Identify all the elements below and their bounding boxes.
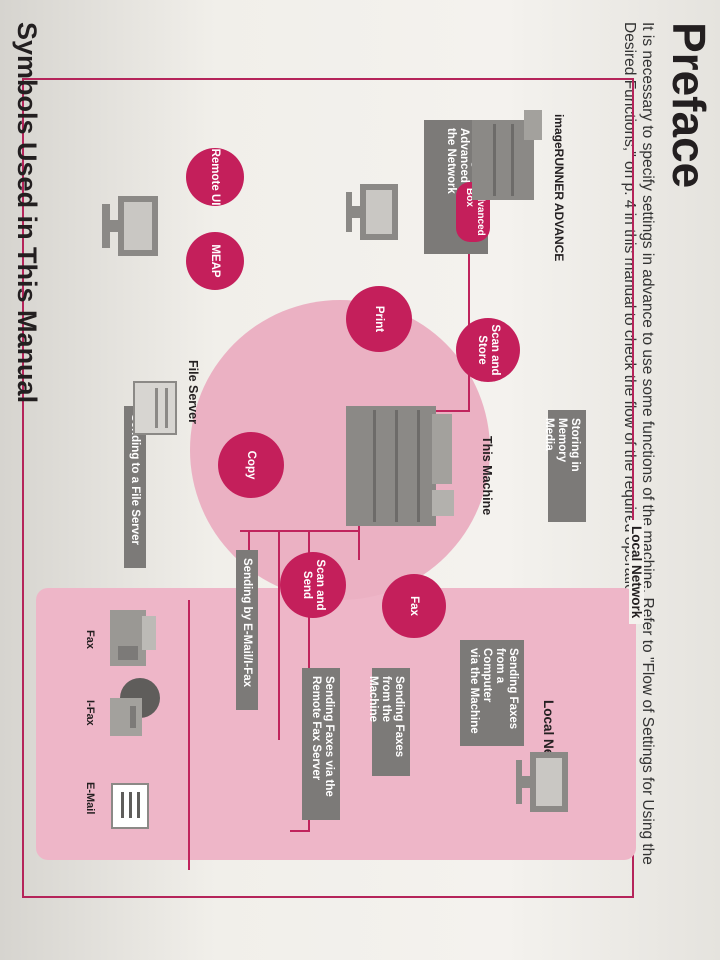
sending-email-ifax: Sending by E-Mail/I-Fax	[236, 550, 258, 710]
copier-icon	[340, 400, 460, 530]
sending-fax-computer: Sending Faxes from a Computer via the Ma…	[460, 640, 524, 746]
irav-device-icon	[464, 110, 544, 210]
remote-ui-circle: Remote UI	[186, 148, 244, 206]
scan-and-store-circle: Scan and Store	[456, 318, 520, 382]
irav-label: imageRUNNER ADVANCE	[552, 114, 566, 262]
computer-icon	[96, 190, 160, 266]
sending-fax-machine: Sending Faxes from the Machine	[367, 668, 410, 776]
scan-and-send-circle: Scan and Send	[280, 552, 346, 618]
this-machine-label: This Machine	[480, 436, 494, 516]
print-circle: Print	[346, 286, 412, 352]
email-icon	[110, 782, 150, 830]
ifax-device-icon	[106, 676, 164, 740]
computer-icon	[340, 178, 400, 248]
fax-label: Fax	[84, 630, 96, 649]
email-label: E-Mail	[84, 782, 96, 815]
connector	[290, 830, 310, 832]
file-server-label: File Server	[186, 360, 200, 424]
fax-circle: Fax	[382, 574, 446, 638]
computer-icon	[510, 746, 570, 822]
connector	[240, 530, 360, 532]
meap-circle: MEAP	[186, 232, 244, 290]
copy-circle: Copy	[218, 432, 284, 498]
section-heading: Symbols Used in This Manual	[12, 22, 42, 404]
connector	[278, 530, 280, 740]
connector	[188, 600, 190, 870]
sending-fax-server: Sending Faxes via the Remote Fax Server	[302, 668, 340, 820]
file-server-icon	[130, 378, 180, 438]
ifax-label: I-Fax	[84, 700, 96, 726]
page-title: Preface	[663, 22, 715, 189]
storing-memory-media: Storing in Memory Media	[543, 410, 586, 522]
local-network-label-top: Local Network	[629, 520, 644, 625]
fax-device-icon	[106, 606, 160, 670]
